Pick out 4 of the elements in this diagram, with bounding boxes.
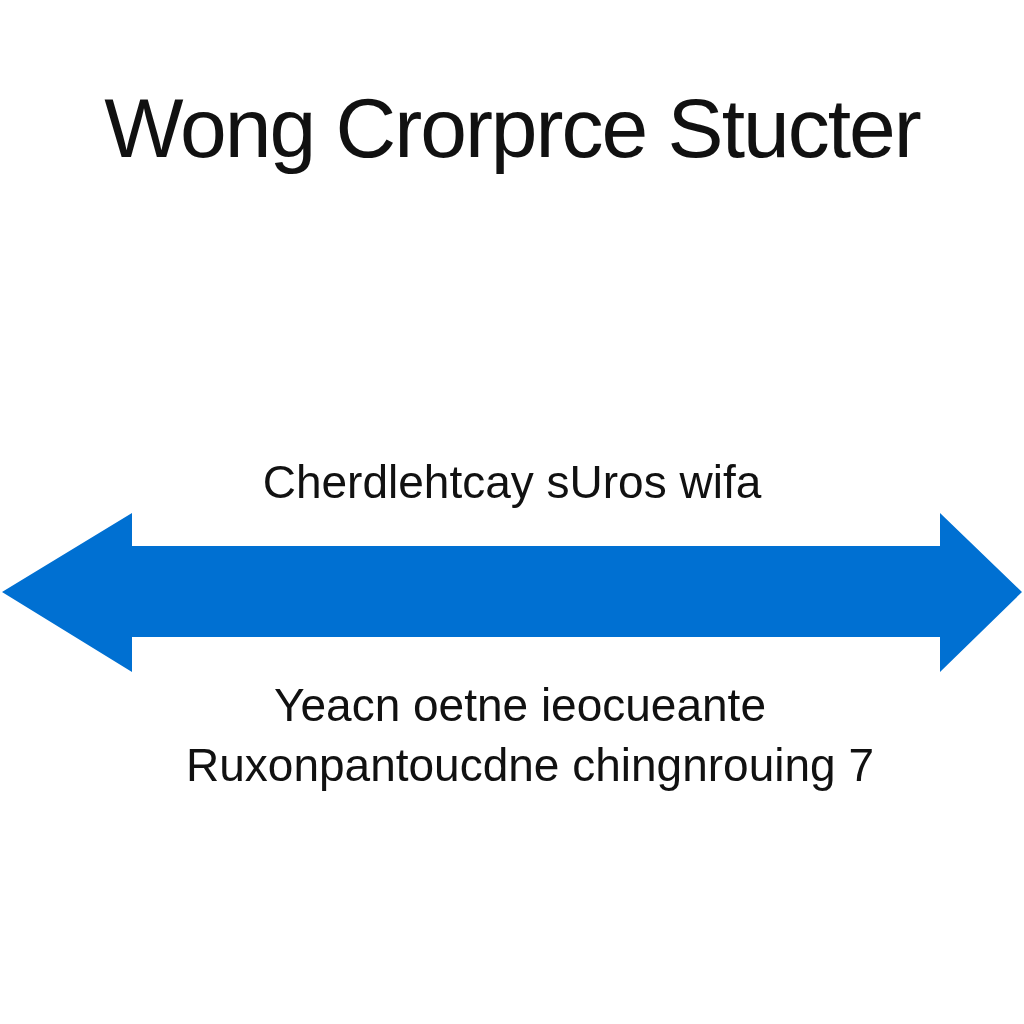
text-label: Yeacn oetne ieocueante xyxy=(273,678,767,732)
title: Wong Crorprce Stucter xyxy=(103,80,922,177)
text-label: Ruxonpantoucdne chingnrouing 7 xyxy=(185,738,875,792)
text-label: Cherdlehtcay sUros wifa xyxy=(261,455,763,509)
